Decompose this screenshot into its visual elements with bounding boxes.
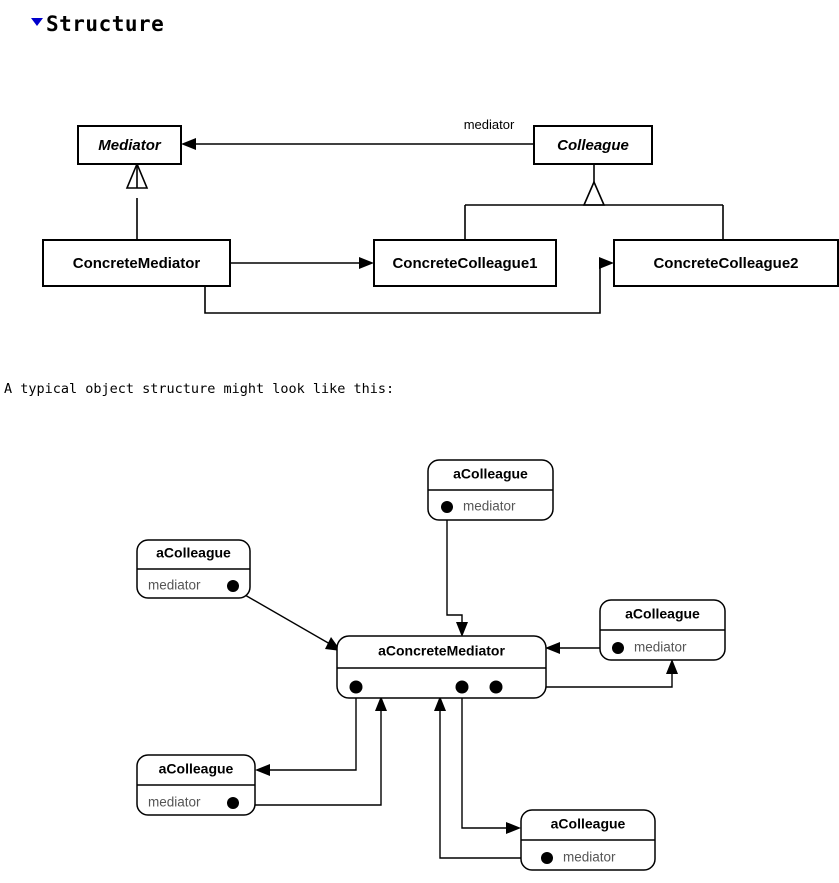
object-node-colleague-bottom-left[interactable]: aColleague mediator <box>136 754 256 816</box>
class-label-mediator: Mediator <box>98 137 162 154</box>
class-node-colleague[interactable]: Colleague <box>533 125 653 165</box>
class-node-concrete-mediator[interactable]: ConcreteMediator <box>42 239 231 287</box>
arrowhead-right-to-mediator <box>545 642 560 654</box>
reference-dot-colleague-bottom-right <box>541 852 553 864</box>
arrowhead-to-concretecolleague1 <box>359 257 374 269</box>
arrowhead-mediator-to-right-colleague <box>666 659 678 674</box>
class-node-concrete-colleague2[interactable]: ConcreteColleague2 <box>613 239 839 287</box>
class-label-concrete-mediator: ConcreteMediator <box>73 255 201 272</box>
object-title-colleague-top: aColleague <box>453 466 528 482</box>
object-title-colleague-left: aColleague <box>156 545 231 561</box>
arrowhead-top-to-mediator <box>456 622 468 637</box>
generalization-triangle-colleague <box>582 179 606 206</box>
object-node-colleague-right[interactable]: aColleague mediator <box>599 599 726 661</box>
object-title-colleague-bottom-left: aColleague <box>159 761 234 777</box>
reference-dot-mediator-3 <box>489 680 503 694</box>
edge-left-colleague-to-mediator <box>237 590 331 645</box>
object-attr-colleague-top: mediator <box>463 499 516 514</box>
object-title-colleague-bottom-right: aColleague <box>551 816 626 832</box>
object-node-concrete-mediator[interactable]: aConcreteMediator <box>336 635 547 699</box>
object-node-colleague-bottom-right[interactable]: aColleague mediator <box>520 809 656 871</box>
triangle-down-icon[interactable] <box>31 18 43 26</box>
edge-mediator-to-bottomleft-colleague <box>266 689 357 771</box>
reference-dot-mediator-2 <box>455 680 469 694</box>
class-node-concrete-colleague1[interactable]: ConcreteColleague1 <box>373 239 557 287</box>
object-attr-colleague-bottom-right: mediator <box>563 850 616 865</box>
object-attr-colleague-right: mediator <box>634 640 687 655</box>
class-box-colleague <box>533 125 653 165</box>
class-label-colleague: Colleague <box>557 137 629 154</box>
class-node-mediator[interactable]: Mediator <box>77 125 182 165</box>
class-label-concrete-colleague1: ConcreteColleague1 <box>392 255 537 272</box>
object-diagram: aColleague mediator aColleague mediator … <box>0 440 839 883</box>
reference-dot-colleague-right <box>612 642 624 654</box>
arrowhead-mediator-to-bottomright <box>506 822 521 834</box>
arrowhead-bottomright-to-mediator <box>434 696 446 711</box>
class-box-concrete-colleague1 <box>373 239 557 287</box>
edge-bottomleft-colleague-to-mediator <box>236 708 382 806</box>
reference-dot-colleague-left <box>227 580 239 592</box>
class-box-mediator <box>77 125 182 165</box>
arrowhead-mediator-to-bottomleft <box>255 764 270 776</box>
object-title-concrete-mediator: aConcreteMediator <box>378 643 505 659</box>
class-label-concrete-colleague2: ConcreteColleague2 <box>653 255 798 272</box>
reference-dot-colleague-bottom-left <box>227 797 239 809</box>
arrowhead-colleague-to-mediator <box>181 138 196 150</box>
arrowhead-bottomleft-to-mediator <box>375 696 387 711</box>
object-title-colleague-right: aColleague <box>625 606 700 622</box>
edge-top-colleague-to-mediator <box>446 520 463 626</box>
class-box-concrete-mediator <box>42 239 231 287</box>
class-diagram: mediator Mediator Colleague Concre <box>0 100 839 340</box>
object-node-colleague-top[interactable]: aColleague mediator <box>427 459 554 521</box>
class-box-concrete-colleague2 <box>613 239 839 287</box>
reference-dot-mediator-1 <box>349 680 363 694</box>
object-attr-colleague-bottom-left: mediator <box>148 795 201 810</box>
reference-dot-colleague-top <box>441 501 453 513</box>
caption-text: A typical object structure might look li… <box>4 381 395 397</box>
edge-mediator-to-bottomright-colleague <box>461 689 510 829</box>
assoc-label-mediator: mediator <box>464 117 515 132</box>
edge-mediator-to-right-colleague <box>498 672 673 688</box>
edge-bottomright-colleague-to-mediator <box>439 708 545 859</box>
object-attr-colleague-left: mediator <box>148 578 201 593</box>
section-heading[interactable]: Structure <box>31 14 164 35</box>
arrowhead-to-concretecolleague2 <box>599 257 614 269</box>
object-node-colleague-left[interactable]: aColleague mediator <box>136 539 251 599</box>
page-title: Structure <box>46 12 165 36</box>
edge-concretemediator-to-colleague2 <box>204 263 601 314</box>
